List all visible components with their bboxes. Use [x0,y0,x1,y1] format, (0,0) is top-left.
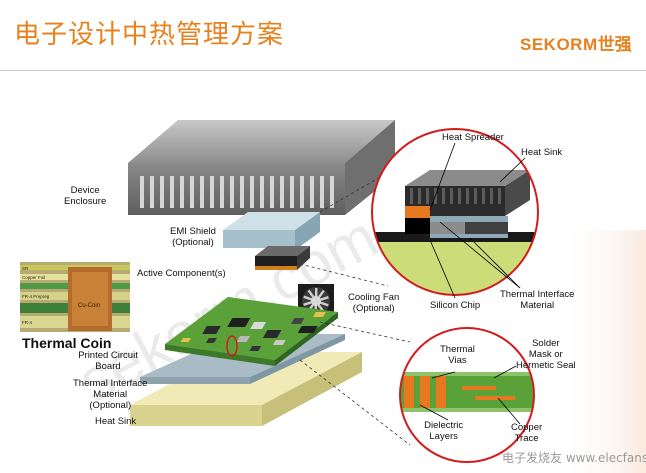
page-title: 电子设计中热管理方案 [14,20,285,50]
pcb-highlight [226,335,238,357]
label-heat-sink: Heat Sink [95,416,136,427]
coin-row-0: SR [22,266,29,271]
label-heat-spreader: Heat Spreader [442,132,504,143]
detail-top-pointers [429,142,526,299]
coin-label: Cu-Coin [78,303,100,309]
pcb-board [165,297,338,366]
device-enclosure [128,120,395,215]
label-silicon-chip: Silicon Chip [430,300,480,311]
label-active-component: Active Component(s) [137,268,226,279]
label-detail-heat-sink: Heat Sink [521,147,562,158]
bg-stripe [560,230,646,473]
label-thermal-coin: Thermal Coin [22,335,111,351]
coin-row-1: Copper Foil [22,275,45,280]
coin-row-2: FR-4 Prepreg [22,294,50,299]
brand-cn: 世强 [597,35,632,55]
brand-latin: SEKORM [520,35,598,54]
thermal-coin-section: Cu-Coin SR Copper Foil FR-4 Prepreg FR-4 [20,262,130,332]
coin-row-3: FR-4 [22,320,32,325]
label-cooling-fan: Cooling Fan(Optional) [348,292,399,314]
detail-heat-sink-assembly [371,128,539,296]
label-emi-shield: EMI Shield(Optional) [170,226,216,248]
enclosure-vents [140,176,334,208]
detail-pcb-cross-section [399,327,535,463]
emi-shield [223,212,320,250]
pcb-components [180,312,326,351]
brand-logo: SEKORM世强 [520,30,632,55]
footer-watermark: 电子发烧友 www.elecfans.com [502,450,646,465]
detail-bottom-pointers [419,365,521,425]
leader-lines [299,154,419,446]
header-divider [0,70,646,71]
